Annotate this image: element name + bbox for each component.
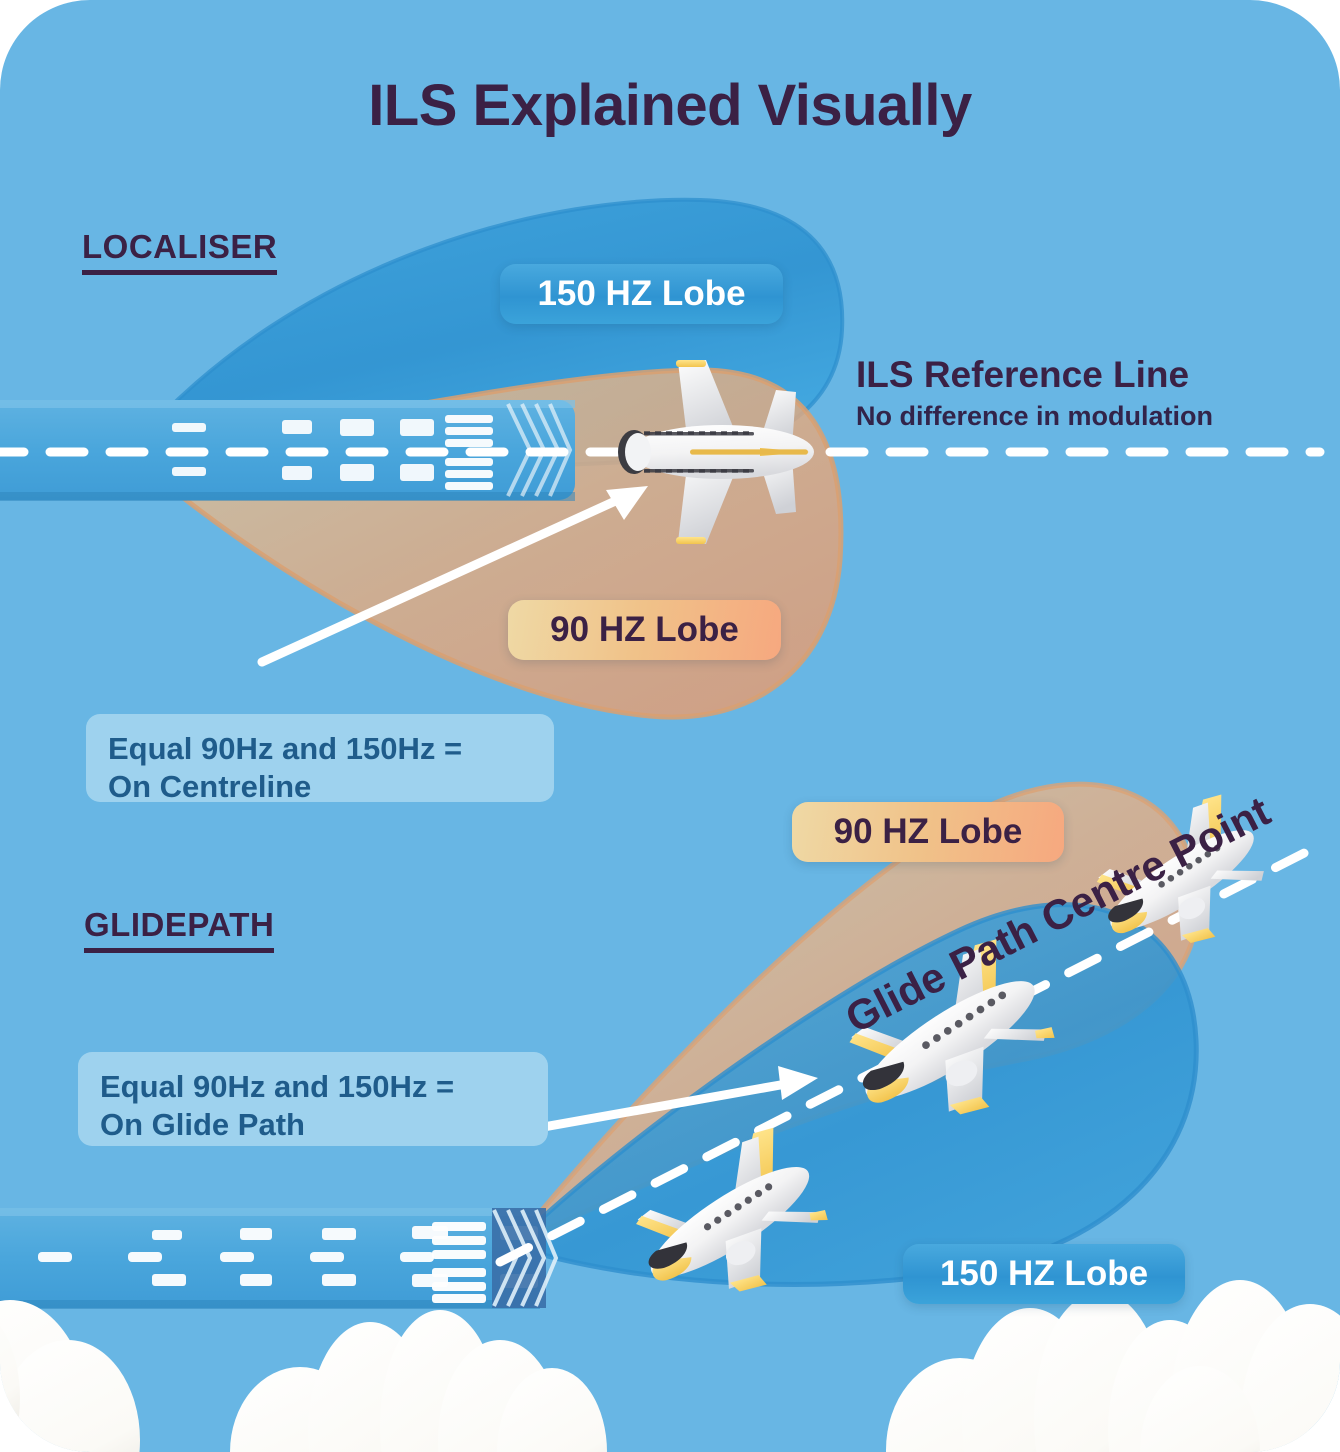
airplane-side-icon bbox=[849, 939, 1055, 1115]
badge-90hz-lobe-localiser: 90 HZ Lobe bbox=[508, 600, 781, 660]
arrow-icon-localiser bbox=[257, 486, 648, 667]
callout-centreline-line1: Equal 90Hz and 150Hz = bbox=[108, 731, 463, 766]
airplane-top-icon bbox=[618, 360, 814, 544]
arrow-icon-glidepath bbox=[499, 1066, 818, 1139]
runway-glidepath bbox=[0, 1208, 559, 1309]
callout-on-centreline: Equal 90Hz and 150Hz = On Centreline bbox=[86, 714, 554, 804]
ils-reference-title: ILS Reference Line bbox=[856, 354, 1190, 395]
cloud-icon bbox=[230, 1310, 607, 1452]
badge-90hz-lobe-glidepath: 90 HZ Lobe bbox=[792, 802, 1064, 862]
glidepath-heading-text: GLIDEPATH bbox=[84, 906, 275, 953]
cloud-icon bbox=[0, 1300, 140, 1452]
section-heading-localiser: LOCALISER bbox=[82, 228, 278, 275]
callout-glidepath-line2: On Glide Path bbox=[100, 1106, 305, 1142]
section-heading-glidepath: GLIDEPATH bbox=[84, 906, 275, 953]
cloud-icon bbox=[886, 1280, 1340, 1452]
airplane-side-icon bbox=[636, 1127, 828, 1292]
airplane-side-icon bbox=[1096, 794, 1264, 944]
callout-glidepath-line1: Equal 90Hz and 150Hz = bbox=[100, 1069, 455, 1104]
localiser-heading-text: LOCALISER bbox=[82, 228, 278, 275]
ils-reference-subtitle: No difference in modulation bbox=[856, 400, 1214, 431]
ils-reference-label: ILS Reference Line No difference in modu… bbox=[856, 354, 1214, 433]
page-title: ILS Explained Visually bbox=[368, 73, 972, 138]
callout-on-glide-path: Equal 90Hz and 150Hz = On Glide Path bbox=[78, 1052, 548, 1146]
badge-150hz-lobe-glidepath: 150 HZ Lobe bbox=[903, 1244, 1185, 1304]
callout-centreline-line2: On Centreline bbox=[108, 768, 312, 804]
badge-150hz-lobe-localiser: 150 HZ Lobe bbox=[500, 264, 783, 324]
